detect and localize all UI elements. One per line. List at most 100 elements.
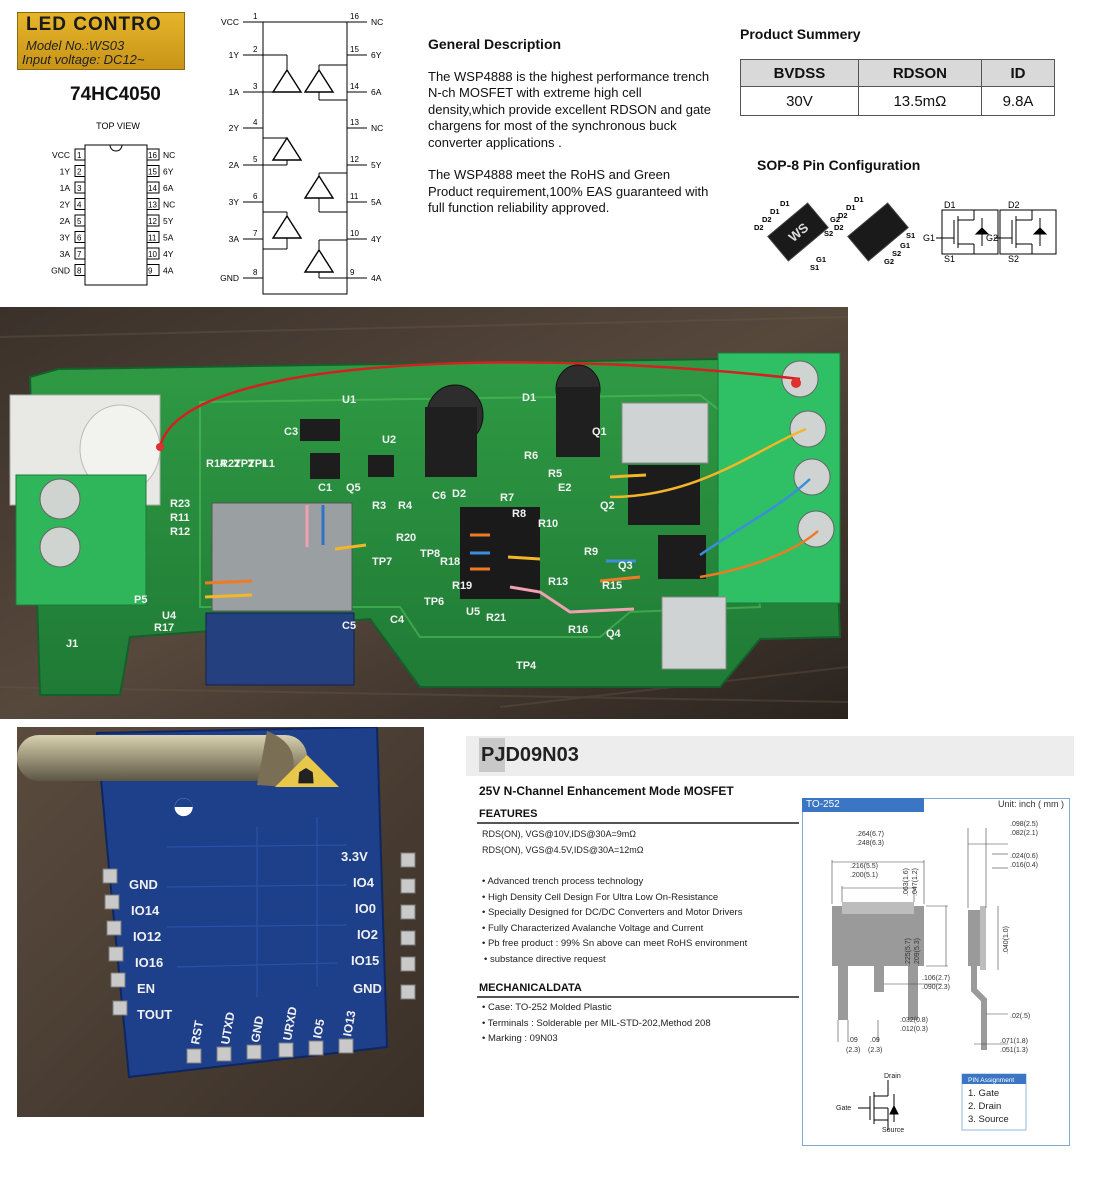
pcb-silk-label: R11 bbox=[170, 512, 190, 524]
pcb-silk-label: R12 bbox=[170, 526, 190, 538]
svg-text:.248(6.3): .248(6.3) bbox=[856, 840, 884, 847]
summary-value-rdson: 13.5mΩ bbox=[857, 86, 983, 116]
pcb-silk-label: R13 bbox=[548, 576, 568, 588]
svg-text:.063(1.6): .063(1.6) bbox=[903, 868, 910, 896]
svg-text:.024(0.6): .024(0.6) bbox=[1010, 853, 1038, 860]
ic-logic-diagram: 1VCC21Y31A42Y52A63Y73A8GND16NC156Y146A13… bbox=[220, 12, 383, 295]
svg-text:D1: D1 bbox=[780, 199, 790, 208]
svg-text:.012(0.3): .012(0.3) bbox=[900, 1026, 928, 1033]
pcb-silk-label: TP7 bbox=[372, 556, 392, 568]
ic-pin-label-right: 4A bbox=[163, 266, 174, 276]
package-name: TO-252 bbox=[802, 798, 924, 812]
pcb-silk-label: R6 bbox=[524, 450, 538, 462]
feature-item: High Density Cell Design For Ultra Low O… bbox=[482, 890, 747, 906]
ic-pin-box bbox=[74, 231, 86, 243]
ic-pin-label-left: 2A bbox=[60, 216, 71, 226]
svg-text:D1: D1 bbox=[846, 203, 856, 212]
pcb-silk-label: R8 bbox=[512, 508, 526, 520]
module-pin-left-4: IO16 bbox=[135, 955, 163, 970]
logic-pin-number: 7 bbox=[253, 229, 258, 238]
mech-item: Terminals : Solderable per MIL-STD-202,M… bbox=[482, 1016, 711, 1032]
logic-pin-label-left: 2Y bbox=[229, 123, 240, 133]
ic-pin-box bbox=[146, 165, 160, 177]
logic-pin-label-left: 1A bbox=[229, 87, 240, 97]
pin-assignment-title: PIN Assignment bbox=[968, 1077, 1014, 1084]
pcb-silk-label: J1 bbox=[66, 638, 78, 650]
svg-text:.071(1.8): .071(1.8) bbox=[1000, 1038, 1028, 1045]
summary-value-id: 9.8A bbox=[981, 86, 1055, 116]
datasheet-title-bar bbox=[466, 736, 1074, 776]
svg-text:.090(2.3): .090(2.3) bbox=[922, 984, 950, 991]
general-description-p2: The WSP4888 meet the RoHS and Green Prod… bbox=[428, 167, 709, 215]
ic-pin-label-left: 1A bbox=[60, 183, 71, 193]
module-pin-bottom-5: IO5 bbox=[310, 1018, 327, 1040]
pcb-silk-label: TP4 bbox=[516, 660, 537, 672]
pcb-silk-label: R16 bbox=[568, 624, 588, 636]
logic-pin-number: 14 bbox=[350, 82, 359, 91]
ic-pin-number: 2 bbox=[77, 168, 82, 177]
pcb-silk-label: U1 bbox=[342, 394, 356, 406]
buffer-3-icon bbox=[271, 214, 303, 239]
pcb-silk-label: C4 bbox=[390, 614, 405, 626]
logic-pin-label-left: GND bbox=[220, 273, 239, 283]
pin-assignment-item: 2. Drain bbox=[968, 1101, 1001, 1112]
svg-text:G1: G1 bbox=[923, 233, 935, 243]
svg-text:(2.3): (2.3) bbox=[846, 1047, 860, 1054]
logic-pin-label-right: 4A bbox=[371, 273, 382, 283]
pcb-silk-label: C6 bbox=[432, 490, 446, 502]
feature-item: Fully Characterized Avalanche Voltage an… bbox=[482, 921, 747, 937]
sop8-chip-top: WS bbox=[767, 202, 829, 262]
label-line-3: Input voltage: DC12~ bbox=[22, 52, 145, 67]
pcb-silk-label: C5 bbox=[342, 620, 356, 632]
svg-text:G1: G1 bbox=[900, 241, 910, 250]
wifi-module-antenna bbox=[205, 612, 355, 686]
datasheet-part-number: PJD09N03 bbox=[481, 744, 579, 766]
pin-assignment-item: 1. Gate bbox=[968, 1088, 999, 1099]
ic-pin-number: 8 bbox=[77, 267, 82, 276]
ic-pin-box bbox=[146, 181, 160, 194]
ic-pin-label-left: 3A bbox=[60, 249, 71, 259]
module-pin-right-6: GND bbox=[353, 981, 382, 996]
to252-package-drawing: .264(6.7).248(6.3) .216(5.5).200(5.1) .0… bbox=[831, 821, 1038, 1134]
ic-pin-number: 10 bbox=[148, 250, 157, 259]
ic-pin-label-left: 1Y bbox=[60, 167, 71, 177]
ic-pin-number: 4 bbox=[77, 201, 82, 210]
buffer-1-icon bbox=[271, 68, 303, 93]
pcb-silk-label: R20 bbox=[396, 532, 416, 544]
pcb-silk-label: R22 bbox=[220, 458, 240, 470]
svg-text:.032(0.8): .032(0.8) bbox=[900, 1017, 928, 1024]
ic-pin-number: 13 bbox=[148, 201, 157, 210]
svg-text:.264(6.7): .264(6.7) bbox=[856, 831, 884, 838]
pcb-silk-label: D1 bbox=[522, 392, 536, 404]
logic-pin-number: 1 bbox=[253, 12, 258, 21]
feature-item-continued: substance directive request bbox=[482, 952, 747, 968]
module-pin-bottom-2: UTXD bbox=[218, 1011, 238, 1046]
module-logo-icon: ◒ bbox=[171, 781, 196, 828]
logic-pin-number: 16 bbox=[350, 12, 359, 21]
ic-pin-label-left: 3Y bbox=[60, 233, 71, 243]
logic-pin-label-left: VCC bbox=[221, 17, 239, 27]
pcb-silk-label: E2 bbox=[558, 482, 571, 494]
pcb-silk-label: Q3 bbox=[618, 560, 633, 572]
pcb-silk-label: L1 bbox=[262, 458, 275, 470]
pcb-silk-label: R5 bbox=[548, 468, 562, 480]
svg-text:.216(5.5): .216(5.5) bbox=[850, 863, 878, 870]
pcb-silk-label: D2 bbox=[452, 488, 466, 500]
symbol-gate-label: Gate bbox=[836, 1105, 851, 1112]
feature-item: Pb free product : 99% Sn above can meet … bbox=[482, 936, 747, 952]
logic-pin-number: 8 bbox=[253, 268, 258, 277]
svg-text:D2: D2 bbox=[1008, 200, 1020, 210]
feature-item: Advanced trench process technology bbox=[482, 874, 747, 890]
pcb-silk-label: R10 bbox=[538, 518, 558, 530]
pcb-silk-label: C3 bbox=[284, 426, 298, 438]
features-specs: RDS(ON), VGS@10V,IDS@30A=9mΩ RDS(ON), VG… bbox=[482, 826, 643, 858]
logic-pin-label-right: NC bbox=[371, 17, 383, 27]
svg-text:D1: D1 bbox=[944, 200, 956, 210]
product-summary: Product Summery BVDSS RDSON ID 30V 13.5m… bbox=[740, 26, 1055, 116]
logic-pin-number: 11 bbox=[350, 192, 359, 201]
module-pin-bottom-3: GND bbox=[248, 1015, 266, 1044]
logic-pin-label-right: 6Y bbox=[371, 50, 382, 60]
buffer-6-icon bbox=[303, 68, 335, 93]
svg-text:S2: S2 bbox=[1008, 254, 1019, 264]
